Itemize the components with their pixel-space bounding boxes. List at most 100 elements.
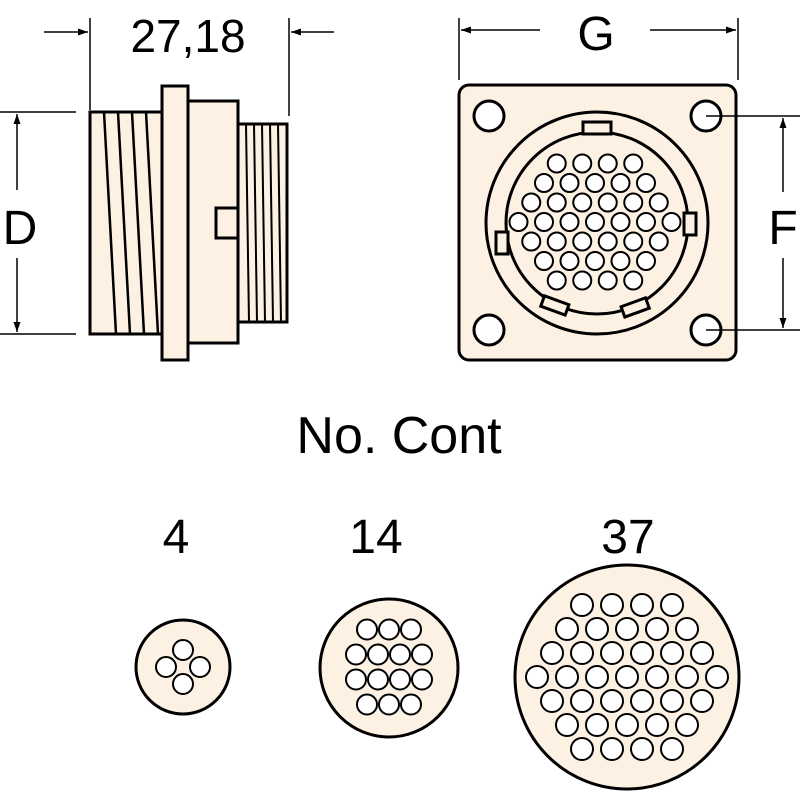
contact-pin — [648, 192, 669, 213]
keyway — [538, 293, 571, 318]
contact-pin — [690, 689, 714, 713]
contacts-heading: No. Cont — [296, 407, 502, 465]
body-key — [214, 206, 240, 240]
contact-pin — [534, 251, 554, 271]
contact-pin — [555, 665, 579, 689]
contact-pin — [546, 153, 567, 174]
contact-option-label-37: 37 — [601, 511, 654, 564]
contact-pin — [615, 713, 639, 737]
contact-pin — [572, 192, 593, 213]
contact-pin — [559, 212, 580, 232]
contact-pin — [660, 737, 684, 761]
contact-pin — [645, 617, 669, 641]
contact-option-label-14: 14 — [349, 511, 402, 564]
contact-pin — [389, 668, 411, 691]
f-dimension-label: F — [768, 202, 797, 255]
front-thread-lines — [245, 123, 282, 323]
length-dimension-label: 27,18 — [130, 10, 245, 62]
contact-pin — [411, 643, 433, 666]
contact-pin — [610, 173, 631, 193]
contact-pin — [648, 231, 669, 252]
contact-pin — [623, 270, 644, 291]
contact-pin — [660, 689, 684, 713]
contact-pin — [600, 593, 624, 617]
contact-pin — [172, 639, 194, 661]
contact-pin — [356, 693, 378, 716]
contact-pin — [508, 212, 529, 232]
contact-pin — [555, 617, 579, 641]
contact-pin — [661, 212, 682, 232]
contact-layout-4 — [134, 618, 232, 716]
side-dimensions — [0, 18, 334, 335]
contact-pin — [521, 231, 542, 252]
contact-pin — [645, 713, 669, 737]
contact-pin — [615, 665, 639, 689]
contact-pin — [615, 617, 639, 641]
contact-pin — [555, 713, 579, 737]
contact-pin — [570, 641, 594, 665]
contact-pin — [345, 668, 367, 691]
contact-pin — [172, 673, 194, 695]
contact-pin — [705, 665, 729, 689]
contact-pin — [546, 192, 567, 213]
contact-layout-14 — [318, 597, 460, 739]
contact-pin — [675, 665, 699, 689]
side-view — [88, 84, 289, 362]
contact-pin — [356, 618, 378, 641]
contact-pin — [367, 643, 389, 666]
contact-pin — [345, 643, 367, 666]
contact-pin — [636, 212, 656, 232]
contact-pin — [521, 192, 542, 213]
contact-pin — [572, 231, 593, 252]
contact-pin — [597, 231, 618, 252]
contact-pin — [623, 231, 644, 252]
contact-pin — [600, 689, 624, 713]
contact-pin — [540, 689, 564, 713]
front-view — [457, 83, 738, 362]
contact-pin — [378, 693, 400, 716]
contact-pin — [600, 641, 624, 665]
contact-pin — [597, 270, 618, 291]
contact-pin — [660, 593, 684, 617]
contact-pin — [570, 689, 594, 713]
d-dimension-label: D — [3, 202, 38, 255]
contact-layout-37 — [513, 563, 741, 791]
contact-pin — [610, 212, 631, 232]
contact-pin — [570, 737, 594, 761]
contact-pin — [559, 251, 580, 271]
contact-pin — [570, 593, 594, 617]
contact-pin — [630, 689, 654, 713]
rear-thread-body — [88, 110, 164, 336]
insert-outline — [134, 618, 232, 716]
contact-pin — [378, 618, 400, 641]
contact-pin — [400, 693, 422, 716]
front-view-contacts — [508, 153, 682, 291]
keyway — [619, 295, 652, 320]
contact-option-label-4: 4 — [163, 511, 190, 564]
contact-pin — [534, 212, 554, 232]
contact-pin — [585, 173, 605, 193]
contact-pin — [585, 617, 609, 641]
contact-pin — [585, 665, 609, 689]
contact-pin — [367, 668, 389, 691]
contact-pin — [189, 656, 211, 678]
contact-pin — [155, 656, 177, 678]
contact-pin — [597, 192, 618, 213]
contact-pin — [597, 153, 618, 174]
insert-outline — [318, 597, 460, 739]
contact-pin — [540, 641, 564, 665]
contact-pin — [623, 192, 644, 213]
contact-pin — [690, 641, 714, 665]
contact-pin — [610, 251, 631, 271]
contact-pin — [645, 665, 669, 689]
contact-pin — [400, 618, 422, 641]
contact-pin — [389, 643, 411, 666]
contact-pin — [675, 617, 699, 641]
contact-pin — [600, 737, 624, 761]
contact-pin — [585, 713, 609, 737]
contact-pin — [572, 270, 593, 291]
contact-pin — [525, 665, 549, 689]
keyway — [494, 230, 510, 256]
keyway — [682, 211, 698, 237]
